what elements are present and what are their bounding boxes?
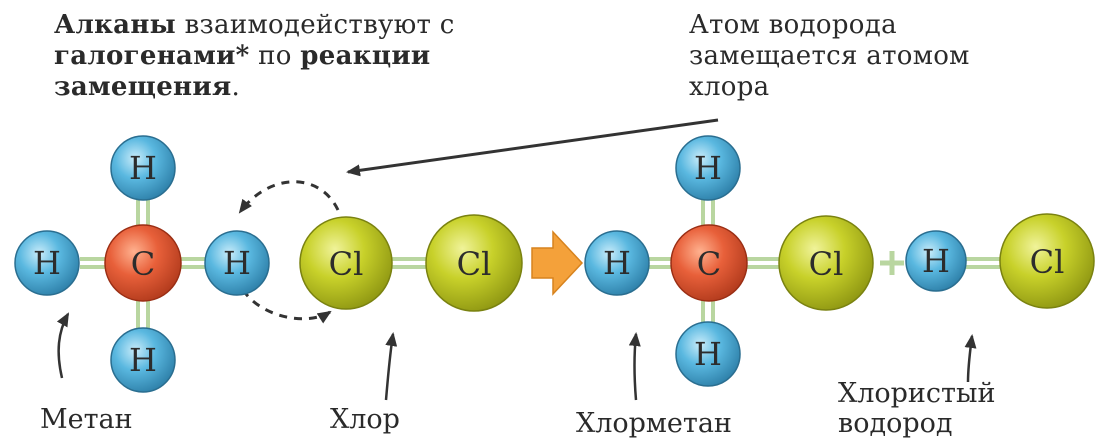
label-chlorine: Хлор [330,404,400,435]
svg-text:H: H [129,341,157,379]
svg-text:C: C [697,245,721,283]
caption-reaction: реакции [300,41,431,71]
caption-left-line-2: галогенами* по реакции [54,41,534,72]
caption-right-line-1: Атом водорода [689,10,897,40]
caption-substitution-reaction: Алканы взаимодействуют с галогенами* по … [54,10,534,103]
hydrogen-chloride-molecule: H Cl [905,213,1095,309]
reaction-arrow [531,230,584,296]
chloromethane-molecule: H H C Cl H [584,135,874,387]
caption-by: по [249,41,301,71]
caption-alkanes: Алканы [54,10,177,40]
methane-h-left: H [14,230,80,296]
svg-text:Cl: Cl [329,245,364,283]
caption-interact: взаимодействуют с [176,10,455,40]
svg-text:Cl: Cl [1030,243,1065,281]
chloromethane-chlorine: Cl [778,215,874,311]
hcl-hydrogen: H [905,230,967,292]
pointer-hcl [964,334,977,383]
plus-sign [880,251,904,275]
caption-hydrogen-replaced: Атом водорода замещается атомом хлора [689,10,1049,103]
svg-text:Cl: Cl [457,245,492,283]
chloromethane-carbon: C [670,224,748,302]
methane-h-bottom: H [110,327,176,393]
chlorine-molecule: Cl Cl [299,214,523,312]
pointer-arrow-to-hydrogen [346,118,719,177]
svg-text:H: H [223,244,251,282]
pointer-chlorine [384,332,398,401]
chlorine-atom-2: Cl [425,214,523,312]
dashed-exchange-arrow [238,180,340,214]
svg-text:H: H [33,244,61,282]
caption-left-line-1: Алканы взаимодействуют с [54,10,534,41]
chloromethane-bonds [648,200,782,322]
hcl-chlorine: Cl [999,213,1095,309]
methane-h-right: H [204,230,270,296]
caption-period: . [231,72,241,102]
hcl-bond [964,257,1002,269]
pointer-chloromethane [628,332,641,401]
chloromethane-h-top: H [675,135,741,201]
caption-substitution: замещения [54,72,232,102]
caption-left-line-3: замещения. [54,72,534,103]
label-pointers [56,312,977,401]
methane-carbon: C [104,224,182,302]
svg-text:Cl: Cl [809,245,844,283]
svg-text:H: H [603,244,631,282]
svg-text:H: H [129,149,157,187]
label-chloromethane: Хлорметан [576,408,732,439]
caption-right-line-3: хлора [689,72,770,102]
label-hcl-line-2: водород [838,408,953,439]
label-hcl-line-1: Хлористый [838,378,995,409]
methane-molecule: H H C H H [14,135,270,393]
svg-text:H: H [922,242,950,280]
chloromethane-h-bottom: H [675,321,741,387]
methane-h-top: H [110,135,176,201]
label-methane: Метан [40,404,133,435]
chlorine-atom-1: Cl [299,216,393,310]
caption-right-line-2: замещается атомом [689,41,970,71]
chlorine-bond [388,257,428,269]
svg-text:C: C [131,245,155,283]
svg-text:H: H [694,335,722,373]
svg-text:H: H [694,149,722,187]
dashed-exchange-arrow-lower [241,289,332,324]
pointer-methane [56,312,70,379]
chloromethane-h-left: H [584,230,650,296]
caption-halogens: галогенами* [54,41,250,71]
